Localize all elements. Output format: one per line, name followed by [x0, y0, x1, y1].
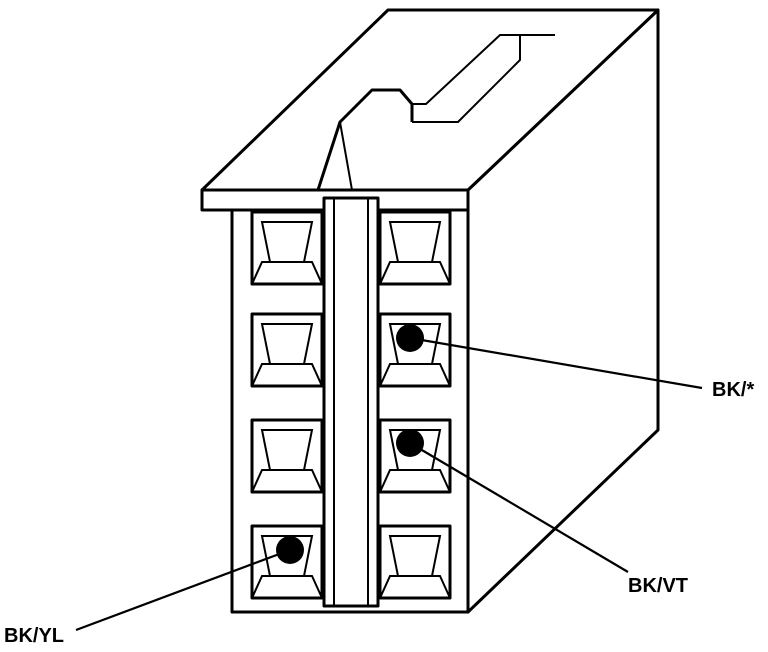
cavity-right-1 [378, 210, 452, 286]
leader-bk-yl [75, 548, 291, 632]
cavity-left-3 [250, 418, 324, 494]
connector-housing [200, 8, 660, 614]
leader-bk-star [409, 336, 703, 390]
center-latch-bar [322, 196, 380, 608]
cavity-left-2 [250, 312, 324, 388]
label-bk-yl: BK/YL [4, 625, 64, 647]
cavity-right-4 [378, 524, 452, 600]
leader-bk-vt [409, 442, 629, 573]
cavity-left-1 [250, 210, 324, 286]
label-bk-vt: BK/VT [628, 575, 688, 597]
label-bk-star: BK/* [712, 379, 754, 401]
